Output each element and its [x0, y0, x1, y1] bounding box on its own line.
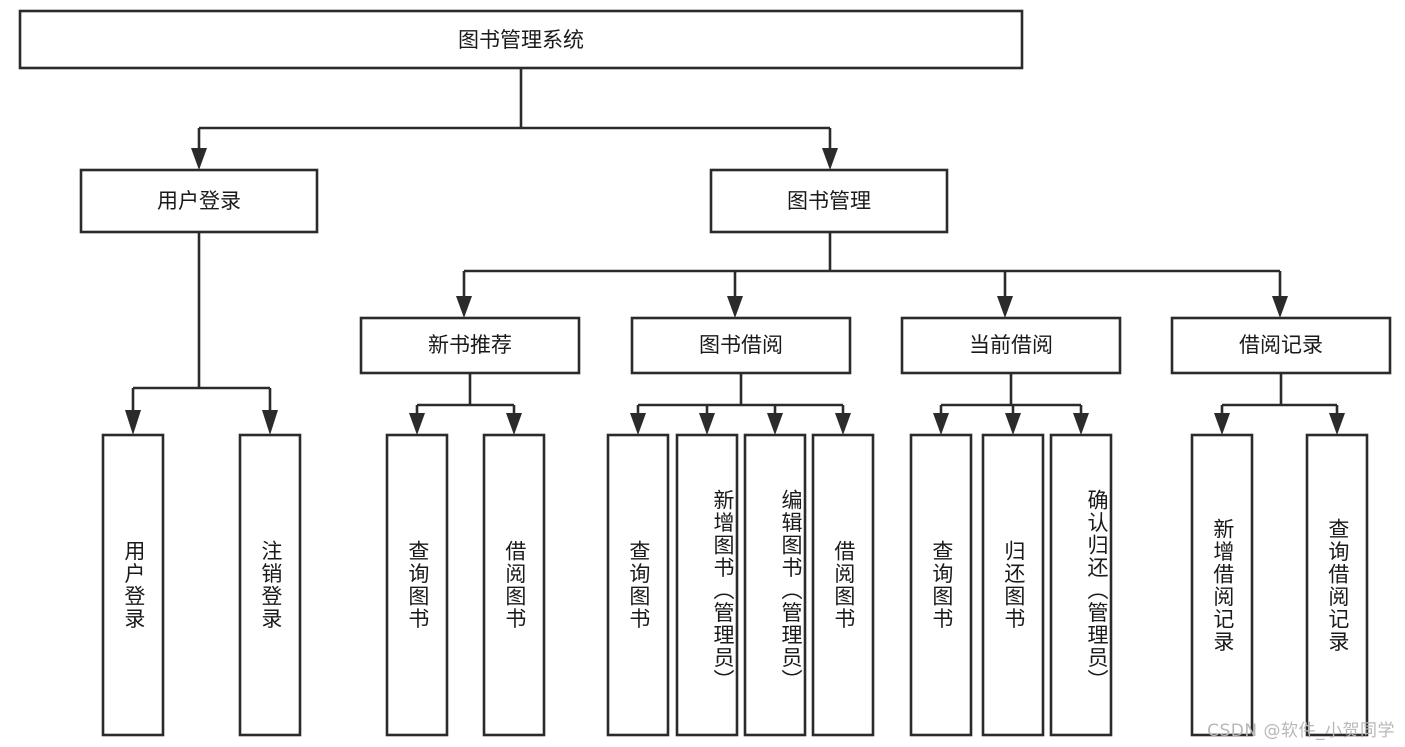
arrow-head-bookborrow-leaf-4	[835, 413, 851, 435]
arrow-head-borrowrecord-leaf-2	[1329, 413, 1345, 435]
leaf-box-logout[interactable]	[238, 433, 302, 737]
node-book-management-box[interactable]	[709, 168, 949, 234]
arrow-head-currentborrow-leaf-2	[1005, 413, 1021, 435]
arrow-head-book-mgmt	[822, 148, 838, 170]
leaf-box-confirm-return-admin[interactable]	[1049, 433, 1113, 737]
arrow-head-newbook-leaf-2	[506, 413, 522, 435]
node-current-borrow[interactable]: 当前借阅	[900, 316, 1122, 375]
leaf-box-add-book-admin[interactable]	[675, 433, 739, 737]
leaf-boxes	[101, 433, 1369, 737]
arrow-head-borrowrecord-leaf-1	[1214, 413, 1230, 435]
connector-group-user-login	[125, 232, 278, 435]
leaf-box-query-book-3[interactable]	[909, 433, 973, 737]
node-new-book-recommend-box[interactable]	[359, 316, 581, 375]
connector-group-root	[191, 68, 838, 170]
watermark-text: CSDN @软件_小贺同学	[1207, 721, 1395, 741]
node-user-login[interactable]: 用户登录	[79, 168, 319, 234]
connector-group-book-borrow	[630, 373, 851, 435]
connector-group-book-mgmt	[456, 232, 1288, 318]
arrow-head-leaf-logout	[262, 410, 278, 435]
arrow-head-currentborrow-leaf-3	[1073, 413, 1089, 435]
node-borrow-record-label: 借阅记录	[1239, 333, 1323, 357]
node-root-box[interactable]	[18, 9, 1024, 70]
connector-group-new-book-rec	[409, 373, 522, 435]
node-root[interactable]: 图书管理系统	[18, 9, 1024, 70]
connector-group-borrow-record	[1214, 373, 1345, 435]
node-book-management[interactable]: 图书管理	[709, 168, 949, 234]
leaf-box-query-book-2[interactable]	[606, 433, 670, 737]
arrow-head-book-borrow	[727, 296, 743, 318]
arrow-head-bookborrow-leaf-2	[699, 413, 715, 435]
leaf-box-add-borrow-record[interactable]	[1190, 433, 1254, 737]
leaf-box-user-login[interactable]	[101, 433, 165, 737]
node-user-login-box[interactable]	[79, 168, 319, 234]
arrow-head-currentborrow-leaf-1	[933, 413, 949, 435]
node-borrow-record[interactable]: 借阅记录	[1170, 316, 1392, 375]
node-current-borrow-box[interactable]	[900, 316, 1122, 375]
node-book-borrow-box[interactable]	[630, 316, 852, 375]
leaf-box-query-book-1[interactable]	[385, 433, 449, 737]
node-current-borrow-label: 当前借阅	[969, 333, 1053, 357]
node-book-borrow[interactable]: 图书借阅	[630, 316, 852, 375]
leaf-box-edit-book-admin[interactable]	[743, 433, 807, 737]
leaf-box-borrow-book-2[interactable]	[811, 433, 875, 737]
leaf-box-return-book[interactable]	[981, 433, 1045, 737]
arrow-head-bookborrow-leaf-3	[767, 413, 783, 435]
node-new-book-recommend-label: 新书推荐	[428, 333, 512, 357]
node-user-login-label: 用户登录	[157, 189, 241, 213]
arrow-head-bookborrow-leaf-1	[630, 413, 646, 435]
arrow-head-user-login	[191, 148, 207, 170]
arrow-head-leaf-user-login	[125, 410, 141, 435]
connector-group-current-borrow	[933, 373, 1089, 435]
arrow-head-new-book-rec	[456, 296, 472, 318]
leaf-box-query-borrow-record[interactable]	[1305, 433, 1369, 737]
node-book-management-label: 图书管理	[787, 189, 871, 213]
node-book-borrow-label: 图书借阅	[699, 333, 783, 357]
node-new-book-recommend[interactable]: 新书推荐	[359, 316, 581, 375]
leaf-box-borrow-book-1[interactable]	[482, 433, 546, 737]
node-borrow-record-box[interactable]	[1170, 316, 1392, 375]
arrow-head-borrow-record	[1272, 296, 1288, 318]
node-root-label: 图书管理系统	[458, 28, 584, 52]
arrow-head-current-borrow	[997, 296, 1013, 318]
arrow-head-newbook-leaf-1	[409, 413, 425, 435]
